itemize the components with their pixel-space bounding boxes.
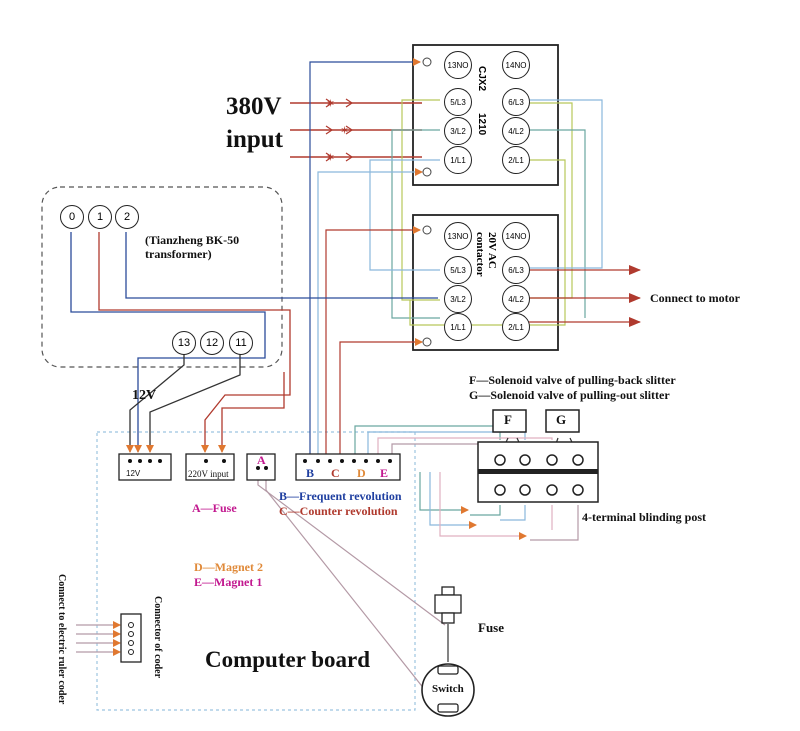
legend-e: E—Magnet 1 — [194, 575, 263, 589]
terminal-circle: 4/L2 — [502, 117, 530, 145]
terminal-circle: 5/L3 — [444, 88, 472, 116]
connect-to-motor-label: Connect to motor — [650, 291, 740, 305]
tap-circle: 13 — [172, 331, 196, 355]
legend-f: F—Solenoid valve of pulling-back slitter — [469, 373, 676, 387]
port-12v-box — [118, 453, 172, 481]
legend-c: C—Counter revolution — [279, 504, 398, 518]
terminal-circle: 5/L3 — [444, 256, 472, 284]
coder-wiring — [76, 621, 121, 656]
tap-circle: 12 — [200, 331, 224, 355]
port-220v-label: 220V input — [188, 469, 229, 479]
contactor-top-name-2: 1210 — [476, 113, 487, 136]
terminal-circle: 1/L1 — [444, 313, 472, 341]
signal-b-label: B — [306, 466, 315, 480]
contactor-top-name-1: CJX2 — [476, 66, 487, 92]
terminal-circle: 14NO — [502, 51, 530, 79]
coder-connector-box — [120, 613, 142, 663]
terminal-circle: 2/L1 — [502, 313, 530, 341]
legend-d: D—Magnet 2 — [194, 560, 263, 574]
signal-d-label: D — [357, 466, 366, 480]
legend-a: A—Fuse — [192, 501, 237, 515]
legend-b: B—Frequent revolution — [279, 489, 402, 503]
terminal-circle: 6/L3 — [502, 256, 530, 284]
terminal-circle: 14NO — [502, 222, 530, 250]
solenoid-f-box — [492, 409, 527, 433]
contactor-bottom-name: 20V AC contactor — [474, 232, 498, 277]
input-380v-label: 380V — [226, 93, 282, 120]
contactor-top-box — [412, 44, 559, 186]
tap-circle: 2 — [115, 205, 139, 229]
fuse-label: Fuse — [478, 620, 504, 635]
signal-wiring — [309, 58, 423, 458]
coder-connector-pins — [128, 622, 134, 655]
fuse-icon — [434, 586, 462, 624]
solenoid-f-label: F — [504, 412, 512, 427]
contactor-markers — [422, 57, 432, 347]
tap-circle: 1 — [88, 205, 112, 229]
transformer-wiring — [70, 232, 438, 453]
terminal-circle: 2/L1 — [502, 146, 530, 174]
signal-c-label: C — [331, 466, 340, 480]
connect-coder-label: Connect to electric ruler coder — [56, 574, 67, 705]
svg-text:✶: ✶ — [326, 152, 335, 164]
input-star-marks: ✶ ✶ ✶ — [326, 98, 349, 164]
terminal-circle: 3/L2 — [444, 117, 472, 145]
terminal-post-screws — [494, 454, 584, 496]
terminal-circle: 1/L1 — [444, 146, 472, 174]
computer-board-label: Computer board — [205, 647, 371, 672]
input-label: input — [226, 126, 283, 153]
port-12v-label: 12V — [126, 469, 141, 478]
contactor-wiring — [369, 99, 641, 327]
solenoid-g-box — [545, 409, 580, 433]
input-arrows — [325, 98, 354, 162]
svg-text:✶: ✶ — [340, 125, 349, 137]
transformer-label: (Tianzheng BK-50 transformer) — [145, 233, 240, 261]
volt-12-label: 12V — [132, 388, 157, 403]
legend-g: G—Solenoid valve of pulling-out slitter — [469, 388, 670, 402]
computer-board-outline — [96, 431, 416, 711]
signal-e-label: E — [380, 466, 389, 480]
switch-icon — [421, 663, 475, 717]
terminal-circle: 3/L2 — [444, 285, 472, 313]
transformer-outline — [41, 186, 283, 368]
port-a-box — [246, 453, 276, 481]
port-220v-box — [185, 453, 235, 481]
tap-circle: 11 — [229, 331, 253, 355]
switch-label: Switch — [432, 683, 464, 695]
terminal-circle: 13NO — [444, 222, 472, 250]
tap-circle: 0 — [60, 205, 84, 229]
terminal-circle: 4/L2 — [502, 285, 530, 313]
svg-text:✶: ✶ — [326, 98, 335, 110]
contactor-bottom-box — [412, 214, 559, 351]
port-signal-box — [295, 453, 401, 481]
terminal-circle: 6/L3 — [502, 88, 530, 116]
coder-connector-label: Connector of coder — [152, 596, 163, 679]
port-dots — [128, 459, 392, 470]
terminal-circle: 13NO — [444, 51, 472, 79]
port-a-label: A — [257, 453, 266, 467]
terminal-post-bar — [478, 469, 598, 474]
solenoid-g-label: G — [556, 412, 567, 427]
terminal-post-label: 4-terminal blinding post — [582, 510, 707, 524]
